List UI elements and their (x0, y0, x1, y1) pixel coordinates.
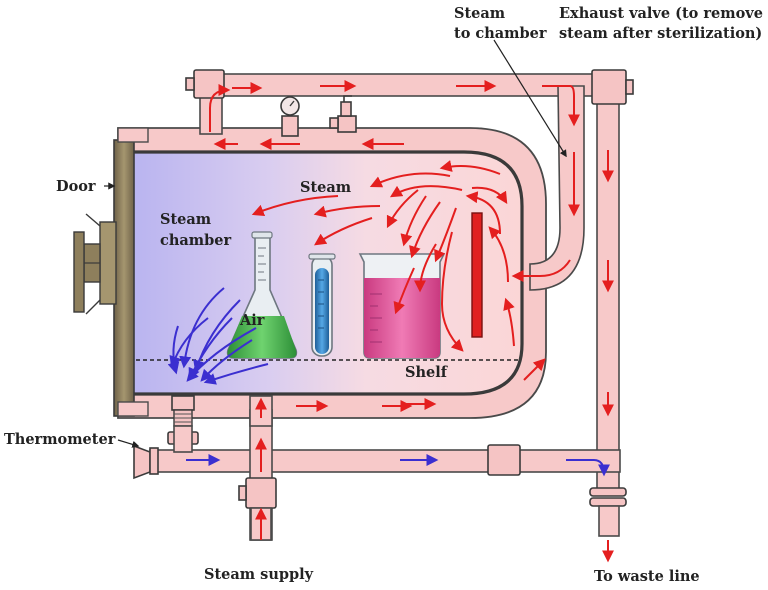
bottom-pipes (149, 395, 627, 541)
steam-supply-valve[interactable] (238, 477, 277, 509)
label-pointers (104, 39, 567, 448)
steam-to-chamber-label: Steam (454, 5, 506, 22)
top-left-valve (193, 69, 225, 99)
steam-supply-label: Steam supply (204, 566, 314, 583)
pressure-gauge-icon (280, 96, 300, 137)
steam-chamber-label-2: chamber (160, 232, 231, 249)
shelf-label: Shelf (405, 364, 449, 381)
air-label: Air (239, 312, 265, 329)
thermometer-label: Thermometer (4, 431, 116, 448)
exhaust-valve-icon[interactable] (591, 69, 634, 105)
exhaust-valve-label: Exhaust valve (to remove (559, 5, 763, 22)
beaker (358, 253, 446, 359)
waste-line-label: To waste line (594, 568, 700, 585)
conical-flask (226, 231, 298, 359)
exhaust-valve-label-2: steam after sterilization) (559, 25, 762, 42)
door[interactable] (113, 127, 149, 417)
thermometer-icon (133, 444, 159, 480)
door-handle-icon[interactable] (73, 213, 117, 315)
steam-label: Steam (300, 179, 352, 196)
heater-element (471, 212, 483, 338)
steam-flow-arrows (209, 80, 614, 563)
steam-chamber-label: Steam (160, 211, 212, 228)
air-flow-arrows (167, 287, 610, 477)
test-tube (308, 253, 336, 357)
steam-to-chamber-label-2: to chamber (454, 25, 547, 42)
door-label: Door (56, 178, 96, 195)
valve-icon (329, 95, 357, 133)
